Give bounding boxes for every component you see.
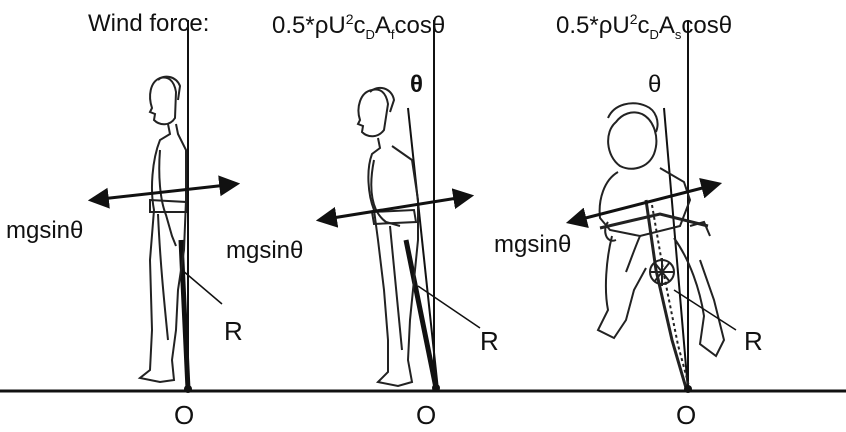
reaction-label-3: R <box>744 326 763 356</box>
reaction-label-1: R <box>224 316 243 346</box>
formula-frontal-part-b: c <box>353 12 366 39</box>
origin-label-2: O <box>416 400 436 430</box>
origin-label-3: O <box>676 400 696 430</box>
r-leader-2 <box>417 285 481 329</box>
force-label-3: mgsinθ <box>494 231 571 258</box>
formula-side-area: 0.5*ρU2cDAscosθ <box>556 12 732 41</box>
bicycle-figure <box>599 199 711 391</box>
panel-leaning <box>315 20 481 392</box>
force-arrow-1 <box>87 175 241 209</box>
formula-frontal-part-c: A <box>374 12 391 39</box>
r-leader-3 <box>673 289 737 331</box>
pivot-point-2 <box>432 384 440 392</box>
formula-side-part-c: A <box>658 12 675 39</box>
pivot-point-3 <box>684 385 692 393</box>
formula-frontal-sub1: D <box>365 26 375 42</box>
force-arrow-3 <box>565 178 723 228</box>
formula-side-part-a: 0.5*ρU <box>556 12 630 39</box>
panel-standing <box>87 20 241 393</box>
pivot-point-1 <box>184 385 192 393</box>
force-label-2: mgsinθ <box>226 237 303 264</box>
formula-side-part-b: c <box>637 12 650 39</box>
formula-side-part-d: cosθ <box>681 12 733 39</box>
formula-side-sub2: s <box>674 26 682 42</box>
r-leader-1 <box>181 269 223 305</box>
force-arrow-2 <box>315 188 475 228</box>
formula-frontal-sub2: f <box>390 26 395 42</box>
formula-side-sub1: D <box>649 26 659 42</box>
origin-label-1: O <box>174 400 194 430</box>
panel-cyclist <box>565 20 737 393</box>
formula-side-sup: 2 <box>629 11 638 27</box>
tilt-line-3 <box>663 107 689 391</box>
standing-person-figure <box>137 75 187 384</box>
formula-frontal-part-d: cosθ <box>394 12 446 39</box>
angle-label-3: θ <box>648 71 661 98</box>
force-label-1: mgsinθ <box>6 217 83 244</box>
cyclist-figure <box>596 102 726 358</box>
reaction-label-2: R <box>480 326 499 356</box>
formula-frontal-part-a: 0.5*ρU <box>272 12 346 39</box>
leaning-person-figure <box>356 86 419 388</box>
wind-force-prefix: Wind force: <box>88 10 210 37</box>
angle-label-2: θ <box>410 71 423 98</box>
formula-frontal-area: 0.5*ρU2cDAfcosθ <box>272 12 445 41</box>
reaction-line-2 <box>403 239 439 389</box>
tilt-line-2 <box>407 107 439 391</box>
formula-frontal-sup: 2 <box>345 11 354 27</box>
